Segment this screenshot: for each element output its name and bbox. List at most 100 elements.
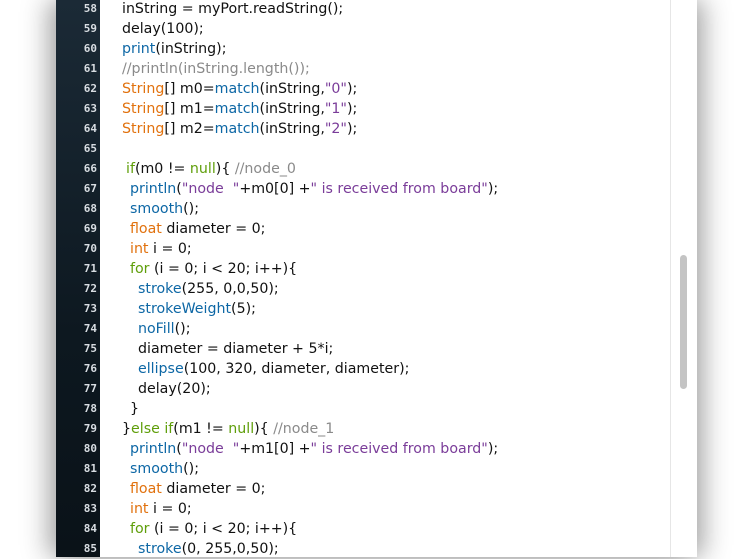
code-token-func: strokeWeight bbox=[138, 301, 232, 317]
code-line[interactable]: noFill(); bbox=[138, 319, 190, 339]
line-number: 71 bbox=[83, 262, 97, 275]
code-token-type: float bbox=[130, 221, 162, 237]
code-token-func: ellipse bbox=[138, 361, 184, 377]
code-line[interactable]: inString = myPort.readString(); bbox=[122, 0, 343, 19]
vertical-scrollbar[interactable] bbox=[670, 0, 697, 557]
code-token-plain: (); bbox=[174, 321, 191, 337]
code-line[interactable]: float diameter = 0; bbox=[130, 219, 265, 239]
line-number: 76 bbox=[83, 362, 97, 375]
code-token-plain: ){ bbox=[215, 161, 235, 177]
code-token-comment: //node_0 bbox=[234, 161, 296, 177]
code-token-type: int bbox=[130, 501, 149, 517]
code-line[interactable]: if(m0 != null){ //node_0 bbox=[126, 159, 296, 179]
code-token-keyword: for bbox=[130, 261, 150, 277]
line-number: 72 bbox=[83, 282, 97, 295]
code-token-func: print bbox=[122, 41, 156, 57]
line-number: 64 bbox=[83, 122, 97, 135]
code-token-plain: diameter = 0; bbox=[161, 481, 266, 497]
code-token-plain: } bbox=[130, 401, 140, 417]
code-token-func: smooth bbox=[130, 461, 184, 477]
code-line[interactable]: String[] m0=match(inString,"0"); bbox=[122, 79, 357, 99]
code-token-plain: [] m2= bbox=[164, 121, 215, 137]
code-token-plain: (inString, bbox=[259, 121, 325, 137]
code-token-string: "2" bbox=[324, 121, 347, 137]
code-token-plain: (); bbox=[183, 461, 199, 477]
code-token-func: println bbox=[130, 181, 177, 197]
code-token-type: String bbox=[122, 121, 165, 137]
code-line[interactable]: smooth(); bbox=[130, 459, 199, 479]
code-token-func: stroke bbox=[138, 541, 182, 557]
code-line[interactable]: }else if(m1 != null){ //node_1 bbox=[122, 419, 334, 439]
code-token-plain: } bbox=[122, 421, 132, 437]
line-number: 67 bbox=[83, 182, 97, 195]
code-token-plain: (255, 0,0,50); bbox=[181, 281, 279, 297]
code-line[interactable]: print(inString); bbox=[122, 39, 226, 59]
code-line[interactable]: } bbox=[130, 399, 139, 419]
code-token-plain: i = 0; bbox=[148, 241, 192, 257]
line-number: 79 bbox=[83, 422, 97, 435]
code-token-string: " is received from board" bbox=[310, 181, 488, 197]
code-token-type: String bbox=[122, 81, 165, 97]
code-line[interactable]: smooth(); bbox=[130, 199, 199, 219]
code-line[interactable]: for (i = 0; i < 20; i++){ bbox=[130, 519, 297, 539]
code-token-func: match bbox=[214, 81, 260, 97]
code-line[interactable]: println("node "+m1[0] +" is received fro… bbox=[130, 439, 498, 459]
code-token-string: " is received from board" bbox=[310, 441, 488, 457]
code-token-plain: (5); bbox=[231, 301, 256, 317]
line-number: 62 bbox=[83, 82, 97, 95]
code-token-keyword: null bbox=[228, 421, 255, 437]
code-token-plain: i = 0; bbox=[148, 501, 192, 517]
code-line[interactable]: println("node "+m0[0] +" is received fro… bbox=[130, 179, 498, 199]
code-token-keyword: else if bbox=[131, 421, 174, 437]
code-token-plain: (i = 0; i < 20; i++){ bbox=[149, 521, 298, 537]
code-token-comment: //println(inString.length()); bbox=[122, 61, 310, 77]
code-token-comment: //node_1 bbox=[273, 421, 335, 437]
line-number: 83 bbox=[83, 502, 97, 515]
code-token-plain: (m1 != bbox=[173, 421, 229, 437]
line-number: 82 bbox=[83, 482, 97, 495]
code-token-plain: (inString); bbox=[155, 41, 227, 57]
line-number: 73 bbox=[83, 302, 97, 315]
code-line[interactable]: ellipse(100, 320, diameter, diameter); bbox=[138, 359, 409, 379]
line-number: 80 bbox=[83, 442, 97, 455]
code-token-plain: (); bbox=[183, 201, 199, 217]
code-text-area[interactable]: inString = myPort.readString(); delay(100… bbox=[100, 0, 670, 557]
code-line[interactable]: stroke(255, 0,0,50); bbox=[138, 279, 279, 299]
code-token-plain: (100, 320, diameter, diameter); bbox=[183, 361, 410, 377]
line-number: 85 bbox=[83, 542, 97, 555]
code-token-plain: (inString, bbox=[259, 81, 325, 97]
code-token-func: smooth bbox=[130, 201, 184, 217]
code-line[interactable]: int i = 0; bbox=[130, 499, 192, 519]
code-line[interactable]: strokeWeight(5); bbox=[138, 299, 256, 319]
line-number: 70 bbox=[83, 242, 97, 255]
code-token-plain: +m1[0] + bbox=[239, 441, 311, 457]
code-line[interactable]: //println(inString.length()); bbox=[122, 59, 310, 79]
code-token-plain: delay(100); bbox=[122, 21, 204, 37]
code-token-plain: [] m1= bbox=[164, 101, 215, 117]
code-line[interactable]: String[] m1=match(inString,"1"); bbox=[122, 99, 357, 119]
code-token-plain: ( bbox=[176, 181, 182, 197]
line-number: 59 bbox=[83, 22, 97, 35]
code-token-func: println bbox=[130, 441, 177, 457]
code-token-type: String bbox=[122, 101, 165, 117]
code-token-func: match bbox=[214, 101, 260, 117]
scrollbar-thumb[interactable] bbox=[680, 255, 687, 389]
code-token-plain: ); bbox=[346, 101, 358, 117]
code-token-plain: (inString, bbox=[259, 101, 325, 117]
code-token-keyword: null bbox=[189, 161, 216, 177]
code-line[interactable]: stroke(0, 255,0,50); bbox=[138, 539, 279, 557]
line-number: 66 bbox=[83, 162, 97, 175]
code-line[interactable]: diameter = diameter + 5*i; bbox=[138, 339, 333, 359]
code-line[interactable]: delay(20); bbox=[138, 379, 211, 399]
code-line[interactable]: int i = 0; bbox=[130, 239, 192, 259]
code-token-type: int bbox=[130, 241, 149, 257]
code-line[interactable]: float diameter = 0; bbox=[130, 479, 265, 499]
code-line[interactable]: String[] m2=match(inString,"2"); bbox=[122, 119, 357, 139]
code-line[interactable]: for (i = 0; i < 20; i++){ bbox=[130, 259, 297, 279]
code-token-string: "0" bbox=[324, 81, 347, 97]
code-line[interactable]: delay(100); bbox=[122, 19, 204, 39]
line-number: 74 bbox=[83, 322, 97, 335]
code-token-plain: ); bbox=[346, 121, 358, 137]
